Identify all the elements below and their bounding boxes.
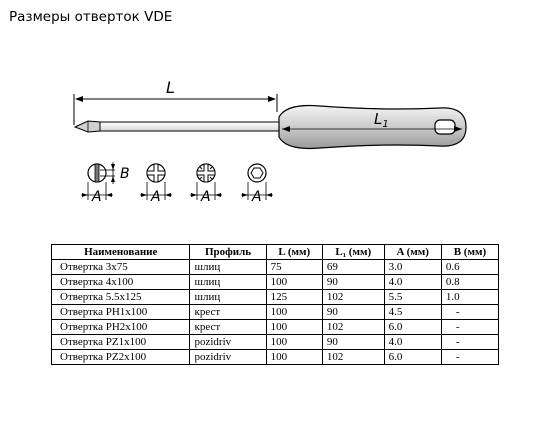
cell-profile: крест [189, 304, 267, 320]
cell-profile: шлиц [189, 259, 267, 275]
cell-L: 100 [265, 319, 323, 335]
dim-A-label: A [91, 189, 102, 205]
table-row: Отвертка PZ1x100 pozidriv 100 90 4.0 - [50, 334, 500, 350]
dim-A-label: A [200, 189, 211, 205]
dim-A-label: A [150, 189, 161, 205]
header-name: Наименование [50, 244, 191, 260]
page-title: Размеры отверток VDE [9, 9, 173, 25]
cell-A: 6.0 [383, 319, 442, 335]
table-header-row: Наименование Профиль L (мм) L₁ (мм) A (м… [50, 244, 500, 260]
cell-A: 6.0 [383, 349, 442, 365]
cell-L: 100 [265, 334, 323, 350]
cell-profile: крест [189, 319, 267, 335]
header-L1: L₁ (мм) [321, 244, 385, 260]
cell-B: 0.6 [440, 259, 500, 275]
cell-profile: pozidriv [189, 334, 267, 350]
cell-B: - [440, 334, 500, 350]
slotted-tip-profile: A B [81, 162, 130, 205]
hex-tip-profile: A [241, 163, 273, 205]
table-row: Отвертка 3x75 шлиц 75 69 3.0 0.6 [50, 259, 500, 275]
dimension-L: L [73, 78, 278, 125]
cell-A: 3.0 [383, 259, 442, 275]
cell-L: 75 [265, 259, 323, 275]
cell-B: 1.0 [440, 289, 500, 305]
cell-L1: 102 [321, 319, 385, 335]
cell-profile: pozidriv [189, 349, 267, 365]
dimensions-table: Наименование Профиль L (мм) L₁ (мм) A (м… [50, 244, 500, 365]
cell-name: Отвертка 5.5x125 [50, 289, 191, 305]
table-row: Отвертка PH1x100 крест 100 90 4.5 - [50, 304, 500, 320]
cell-A: 4.0 [383, 274, 442, 290]
dim-B-label: B [120, 166, 130, 182]
cell-B: - [440, 304, 500, 320]
table-row: Отвертка 4x100 шлиц 100 90 4.0 0.8 [50, 274, 500, 290]
cell-name: Отвертка PH1x100 [50, 304, 191, 320]
phillips-tip-profile: A [140, 163, 172, 205]
cell-L: 100 [265, 349, 323, 365]
cell-B: 0.8 [440, 274, 500, 290]
cell-L1: 90 [321, 304, 385, 320]
cell-A: 4.0 [383, 334, 442, 350]
table-row: Отвертка 5.5x125 шлиц 125 102 5.5 1.0 [50, 289, 500, 305]
header-L: L (мм) [265, 244, 323, 260]
cell-L1: 90 [321, 334, 385, 350]
screwdriver-shaft [73, 120, 281, 133]
cell-B: - [440, 349, 500, 365]
cell-profile: шлиц [189, 274, 267, 290]
header-B: B (мм) [440, 244, 500, 260]
cell-name: Отвертка 3x75 [50, 259, 191, 275]
screwdriver-drawing: L L1 A B [73, 78, 467, 205]
cell-L: 100 [265, 274, 323, 290]
dimension-L1: L1 [282, 110, 462, 132]
pozidriv-tip-profile: A [190, 163, 222, 205]
cell-name: Отвертка PZ1x100 [50, 334, 191, 350]
cell-name: Отвертка PZ2x100 [50, 349, 191, 365]
cell-L1: 102 [321, 349, 385, 365]
cell-name: Отвертка PH2x100 [50, 319, 191, 335]
dim-A-label: A [251, 189, 262, 205]
table-row: Отвертка PH2x100 крест 100 102 6.0 - [50, 319, 500, 335]
cell-name: Отвертка 4x100 [50, 274, 191, 290]
header-profile: Профиль [189, 244, 267, 260]
cell-L1: 90 [321, 274, 385, 290]
cell-L1: 102 [321, 289, 385, 305]
cell-L: 100 [265, 304, 323, 320]
cell-L1: 69 [321, 259, 385, 275]
header-A: A (мм) [383, 244, 442, 260]
dim-L1-label: L1 [374, 110, 389, 130]
table-row: Отвертка PZ2x100 pozidriv 100 102 6.0 - [50, 349, 500, 365]
screwdriver-handle [278, 104, 467, 150]
cell-A: 5.5 [383, 289, 442, 305]
cell-L: 125 [265, 289, 323, 305]
dim-L-label: L [166, 78, 175, 97]
cell-B: - [440, 319, 500, 335]
cell-A: 4.5 [383, 304, 442, 320]
cell-profile: шлиц [189, 289, 267, 305]
